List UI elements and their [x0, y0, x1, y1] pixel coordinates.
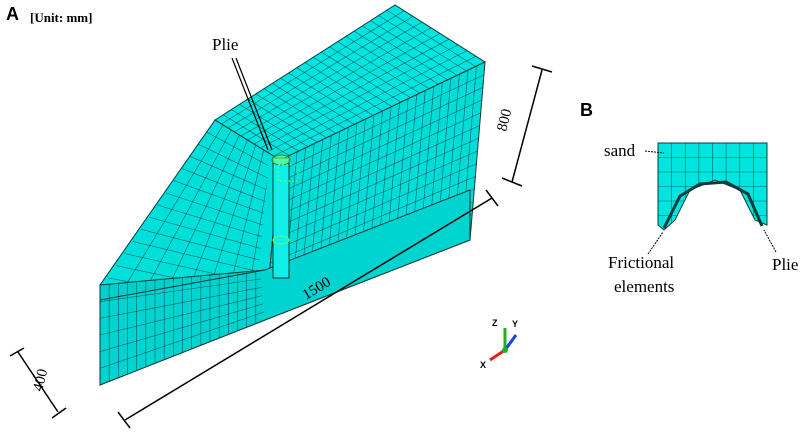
- mesh-top-grid: [221, 9, 477, 157]
- axis-z-label: Z: [492, 318, 498, 328]
- mesh-line: [273, 138, 479, 229]
- mesh-line: [275, 112, 481, 206]
- mesh-line: [100, 311, 265, 369]
- pile-label: Plie: [212, 35, 238, 54]
- mesh-line: [206, 131, 270, 172]
- frictional-label-line2: elements: [614, 277, 674, 296]
- dim-800: 800: [494, 107, 515, 133]
- mesh-line: [271, 163, 477, 252]
- panel-b: B sand Frictional elements Plie: [580, 100, 798, 296]
- unit-label: [Unit: mm]: [30, 10, 92, 25]
- panel-a-letter: A: [6, 4, 19, 24]
- mesh-line: [278, 74, 485, 172]
- mesh-line: [132, 241, 270, 275]
- mesh-line: [266, 50, 468, 153]
- panel-a: A [Unit: mm] Plie: [6, 4, 553, 429]
- mesh-line: [182, 168, 270, 206]
- fem-mesh-model: [99, 4, 487, 386]
- mesh-line: [149, 216, 270, 252]
- mesh-line: [198, 144, 270, 184]
- mesh-line: [274, 125, 480, 218]
- axis-x-label: X: [480, 360, 486, 370]
- sand-label: sand: [604, 141, 636, 160]
- mesh-line: [100, 294, 265, 336]
- pile-label-b: Plie: [772, 255, 798, 274]
- mesh-line: [100, 303, 265, 352]
- mesh-line: [276, 99, 482, 195]
- mesh-line: [260, 44, 459, 149]
- mesh-line: [240, 27, 432, 137]
- mesh-line: [270, 176, 476, 264]
- panel-b-letter: B: [580, 100, 593, 120]
- mesh-line: [190, 156, 270, 195]
- pile: [271, 154, 299, 279]
- mesh-line: [227, 16, 414, 129]
- mesh-line: [253, 38, 450, 145]
- dimension-height: 800: [494, 65, 553, 187]
- dim-400: 400: [30, 367, 51, 393]
- mesh-line: [272, 150, 478, 241]
- pile-leader-line: [231, 57, 269, 151]
- mesh-line: [234, 21, 423, 133]
- axis-y-label: Y: [512, 319, 518, 329]
- mesh-line: [247, 33, 441, 141]
- mesh-line: [273, 56, 477, 157]
- mesh-line: [140, 228, 270, 264]
- mesh-side-grid: [100, 270, 265, 382]
- mesh-line: [100, 286, 265, 319]
- frictional-interface: [662, 180, 764, 229]
- axis-triad: Z Y X: [480, 318, 518, 370]
- frictional-label-line1: Frictional: [608, 253, 674, 272]
- mesh-line: [157, 204, 270, 241]
- mesh-line: [277, 87, 483, 184]
- mesh-line: [221, 10, 405, 125]
- mesh-line: [165, 192, 270, 229]
- dimension-width: 400: [9, 347, 67, 419]
- mesh-line: [100, 278, 265, 302]
- mesh-line: [173, 180, 270, 218]
